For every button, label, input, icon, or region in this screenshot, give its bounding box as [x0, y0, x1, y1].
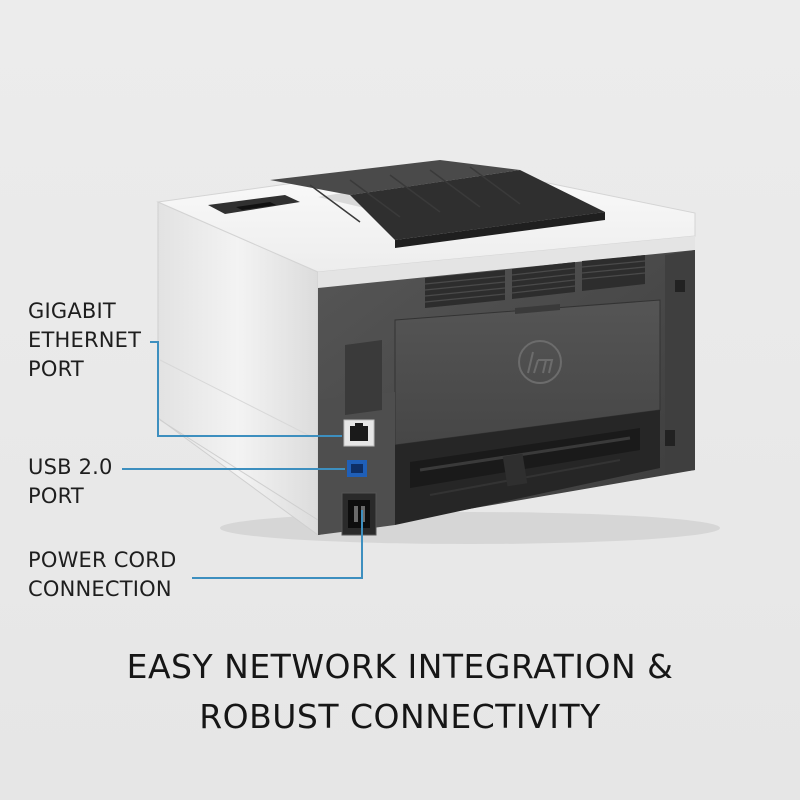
ethernet-port-label: GIGABIT ETHERNET PORT	[28, 297, 141, 384]
power-label-line-1: POWER CORD	[28, 548, 177, 572]
power-connector-icon	[341, 492, 377, 536]
vent-grille	[425, 255, 645, 308]
output-tray	[270, 160, 520, 195]
ethernet-port-icon	[343, 419, 375, 447]
usb-label-line-1: USB 2.0	[28, 455, 113, 479]
headline-line-2: ROBUST CONNECTIVITY	[199, 697, 601, 736]
hp-logo-icon	[518, 340, 562, 384]
ethernet-label-line-2: ETHERNET	[28, 328, 142, 352]
power-label-line-2: CONNECTION	[28, 577, 172, 601]
usb-port-label: USB 2.0 PORT	[28, 453, 113, 511]
usb-port-icon	[347, 460, 367, 477]
power-cord-label: POWER CORD CONNECTION	[28, 546, 176, 604]
power-callout-line	[192, 510, 363, 579]
ethernet-label-line-3: PORT	[28, 357, 84, 381]
headline: EASY NETWORK INTEGRATION & ROBUST CONNEC…	[0, 642, 800, 742]
callout-lines	[122, 341, 363, 579]
headline-line-1: EASY NETWORK INTEGRATION &	[126, 647, 674, 686]
ethernet-callout-line	[150, 341, 342, 437]
ethernet-label-line-1: GIGABIT	[28, 299, 116, 323]
usb-label-line-2: PORT	[28, 484, 84, 508]
